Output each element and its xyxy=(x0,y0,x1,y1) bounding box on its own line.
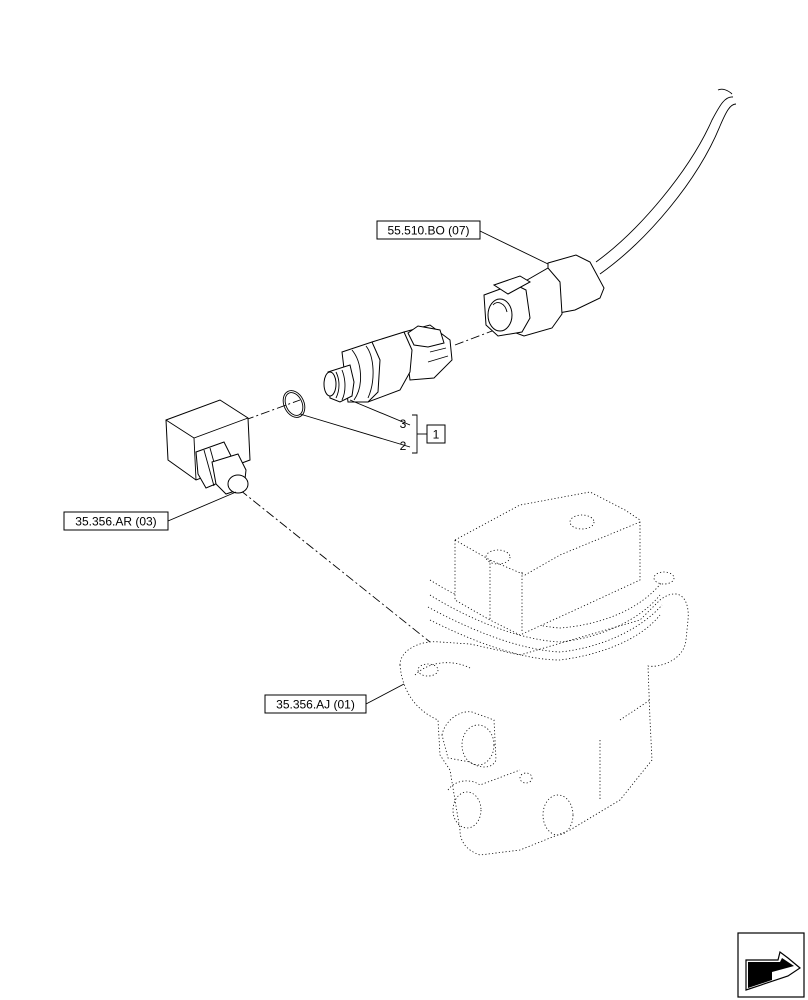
ref-box-harness[interactable]: 55.510.BO (07) xyxy=(376,220,481,240)
pressure-switch xyxy=(323,324,453,403)
callout-item-3: 3 xyxy=(400,417,407,431)
ref-box-adapter[interactable]: 35.356.AR (03) xyxy=(63,511,169,531)
group-bracket xyxy=(412,414,427,454)
callout-number: 3 xyxy=(400,417,407,431)
ref-label-adapter: 35.356.AR (03) xyxy=(75,515,156,529)
adapter-fitting xyxy=(165,399,251,495)
o-ring xyxy=(282,390,306,418)
ref-label-valve: 35.356.AJ (01) xyxy=(276,698,355,712)
ref-label-harness: 55.510.BO (07) xyxy=(387,224,469,238)
ref-box-valve[interactable]: 35.356.AJ (01) xyxy=(264,694,367,714)
harness-connector xyxy=(483,88,737,337)
arrow-navigation-icon[interactable] xyxy=(737,932,805,998)
callout-item-2: 2 xyxy=(400,439,407,453)
callout-number: 2 xyxy=(400,439,407,453)
callout-number: 1 xyxy=(433,428,440,442)
valve-body xyxy=(399,491,689,856)
leader-lines xyxy=(167,230,549,705)
callout-item-1-box[interactable]: 1 xyxy=(426,424,446,444)
